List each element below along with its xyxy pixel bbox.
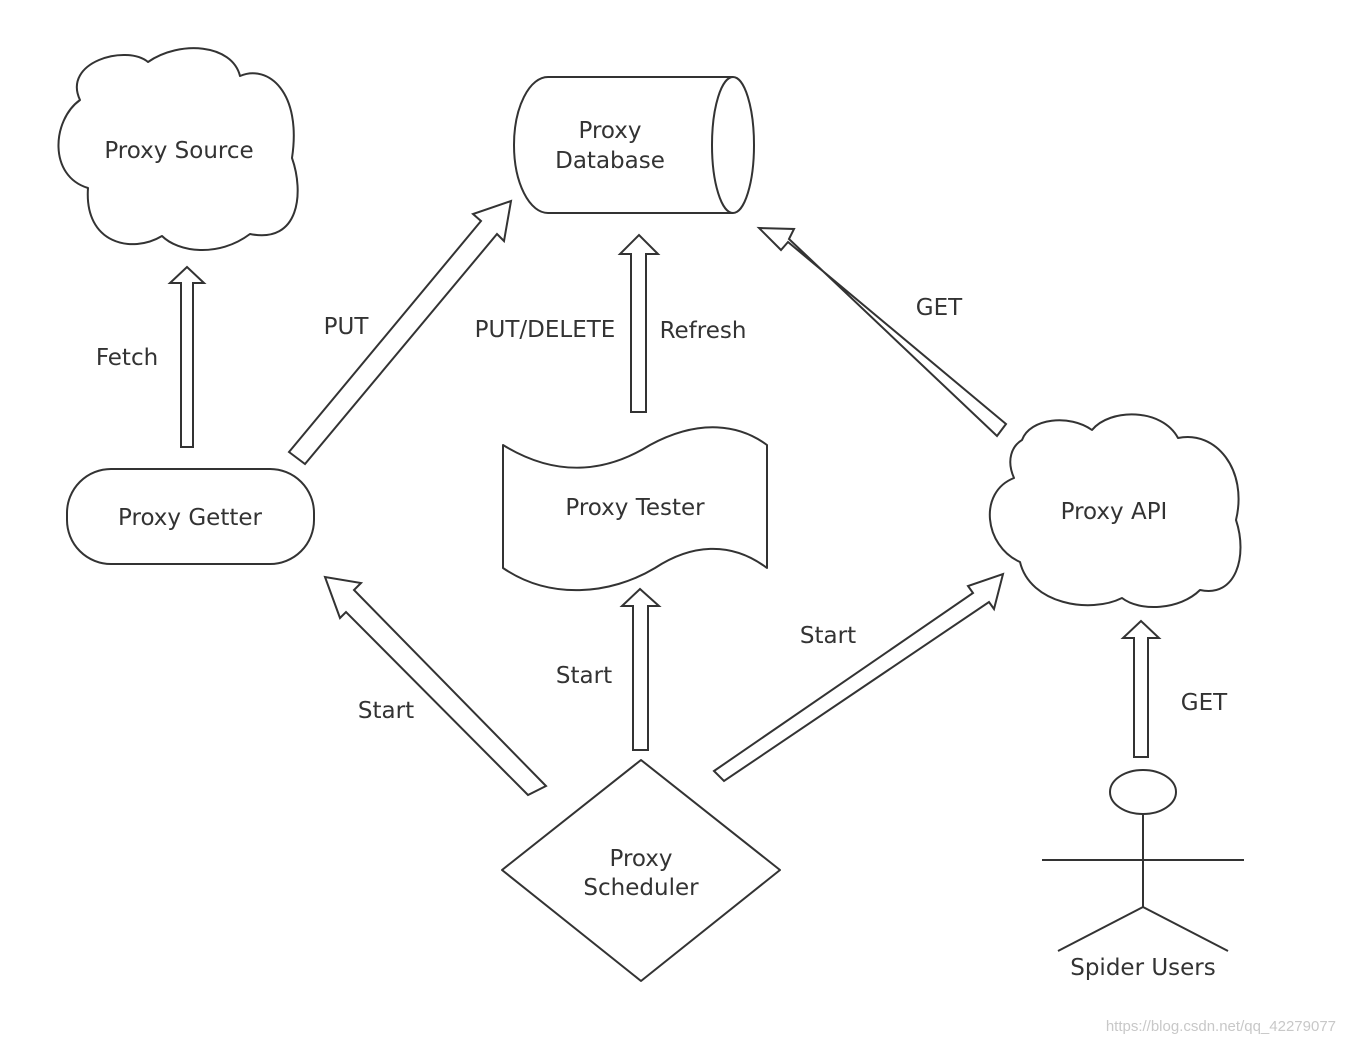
get-users-arrow [1120, 619, 1162, 758]
start-getter-arrow [323, 575, 548, 797]
start-tester-arrow [619, 587, 662, 751]
start-api-label: Start [800, 623, 856, 649]
spider-users-actor [1042, 769, 1244, 952]
refresh-label: Refresh [660, 318, 747, 344]
proxy-scheduler-label-line2: Scheduler [583, 875, 699, 901]
proxy-source-cloud [57, 47, 299, 252]
proxy-scheduler-label-line1: Proxy [609, 846, 672, 872]
watermark: https://blog.csdn.net/qq_42279077 [1106, 1018, 1336, 1035]
fetch-label: Fetch [96, 345, 158, 371]
put-delete-arrow [617, 233, 661, 413]
put-arrow [287, 199, 513, 466]
get-users-label: GET [1181, 690, 1228, 716]
spider-users-label: Spider Users [1070, 955, 1216, 981]
start-api-arrow [712, 572, 1005, 783]
proxy-tester-label: Proxy Tester [565, 495, 705, 521]
proxy-database-label-line2: Database [555, 148, 665, 174]
proxy-database-cylinder [513, 76, 755, 214]
put-label: PUT [324, 314, 370, 340]
get-api-to-db-arrow [756, 226, 1008, 438]
put-delete-label: PUT/DELETE [475, 317, 616, 343]
fetch-arrow [167, 265, 207, 448]
start-getter-label: Start [358, 698, 414, 724]
start-tester-label: Start [556, 663, 612, 689]
proxy-tester-shape [502, 426, 768, 592]
get-api-db-label: GET [916, 295, 963, 321]
proxy-getter-label: Proxy Getter [118, 505, 262, 531]
proxy-source-label: Proxy Source [104, 138, 253, 164]
proxy-scheduler-diamond [501, 759, 781, 982]
proxy-database-label-line1: Proxy [578, 118, 641, 144]
proxy-getter-box [66, 468, 315, 565]
proxy-api-cloud [989, 413, 1242, 608]
proxy-api-label: Proxy API [1061, 499, 1168, 525]
